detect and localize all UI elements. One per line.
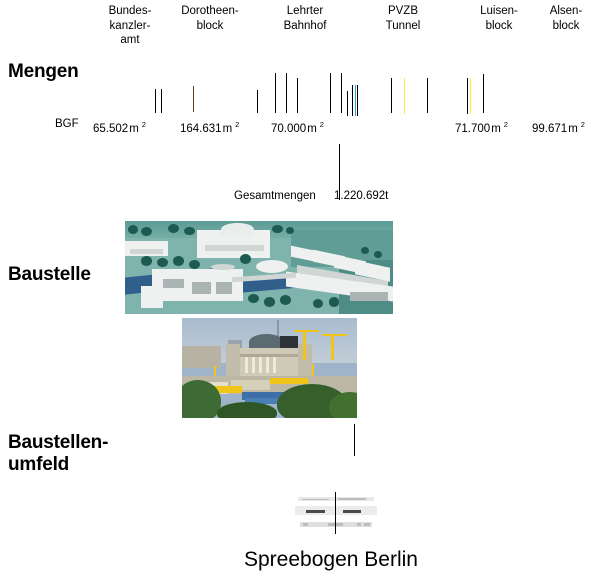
column-header-pvzb-tunnel: PVZB Tunnel — [385, 5, 421, 32]
mengen-bar-18 — [483, 74, 484, 113]
bgf-label: BGF — [55, 118, 79, 130]
mengen-bar-12 — [357, 85, 358, 116]
bgf-superscript: 2 — [235, 120, 240, 129]
bgf-number: 164.631 — [180, 122, 222, 135]
total-unit: t — [385, 190, 389, 202]
column-header-dorotheenblock: Dorotheen- block — [181, 5, 239, 32]
column-header-lehrter-bahnhof: Lehrter Bahnhof — [283, 5, 327, 32]
mengen-bar-10 — [352, 85, 353, 116]
total-connector-line — [339, 144, 340, 200]
bgf-superscript: 2 — [319, 120, 324, 129]
column-header-alsenblock: Alsen- block — [549, 5, 583, 32]
mengen-bar-11 — [355, 85, 356, 116]
bgf-unit: m — [568, 122, 578, 135]
mengen-bar-8 — [341, 73, 342, 113]
mengen-bar-14 — [404, 78, 405, 114]
bgf-superscript: 2 — [503, 120, 508, 129]
mengen-bar-chart — [0, 0, 605, 140]
total-value: 1.220.692t — [334, 190, 388, 202]
mengen-bar-2 — [193, 86, 194, 112]
total-label: Gesamtmengen — [234, 190, 316, 202]
mengen-bar-7 — [330, 73, 331, 113]
bgf-unit: m — [307, 122, 317, 135]
bgf-superscript: 2 — [580, 120, 585, 129]
mengen-bar-5 — [286, 73, 287, 113]
bgf-unit: m — [222, 122, 233, 135]
mengen-bar-15 — [427, 78, 428, 113]
bgf-number: 65.502 — [93, 122, 129, 135]
mengen-bar-6 — [297, 78, 298, 113]
column-header-luisenblock: Luisen- block — [480, 5, 518, 32]
row-title-baustelle: Baustelle — [8, 264, 91, 285]
bgf-number: 99.671 — [532, 122, 568, 135]
row-title-baustellenumfeld: Baustellen- umfeld — [8, 432, 109, 475]
mengen-bar-13 — [391, 78, 392, 113]
bgf-superscript: 2 — [141, 120, 146, 129]
page-title: Spreebogen Berlin — [244, 548, 418, 571]
connector-baustelle-to-umfeld — [354, 424, 355, 456]
bgf-number: 70.000 — [271, 122, 307, 135]
reichstag-construction-photo — [182, 318, 357, 418]
mengen-bar-3 — [257, 90, 258, 113]
mengen-bar-16 — [467, 78, 468, 114]
bgf-unit: m — [491, 122, 501, 135]
bgf-unit: m — [129, 122, 139, 135]
bgf-number: 71.700 — [455, 122, 491, 135]
site-context-strip-photo — [295, 492, 377, 534]
mengen-bar-17 — [470, 78, 471, 114]
row-title-mengen: Mengen — [8, 61, 79, 82]
total-number: 1.220.692 — [334, 190, 386, 202]
mengen-bar-1 — [161, 89, 162, 113]
mengen-bar-9 — [347, 91, 348, 116]
mengen-bar-4 — [275, 73, 276, 113]
mengen-bar-0 — [155, 89, 156, 113]
column-header-bundeskanzleramt: Bundes- kanzler- amt — [108, 5, 152, 46]
architectural-model-photo — [125, 221, 393, 314]
